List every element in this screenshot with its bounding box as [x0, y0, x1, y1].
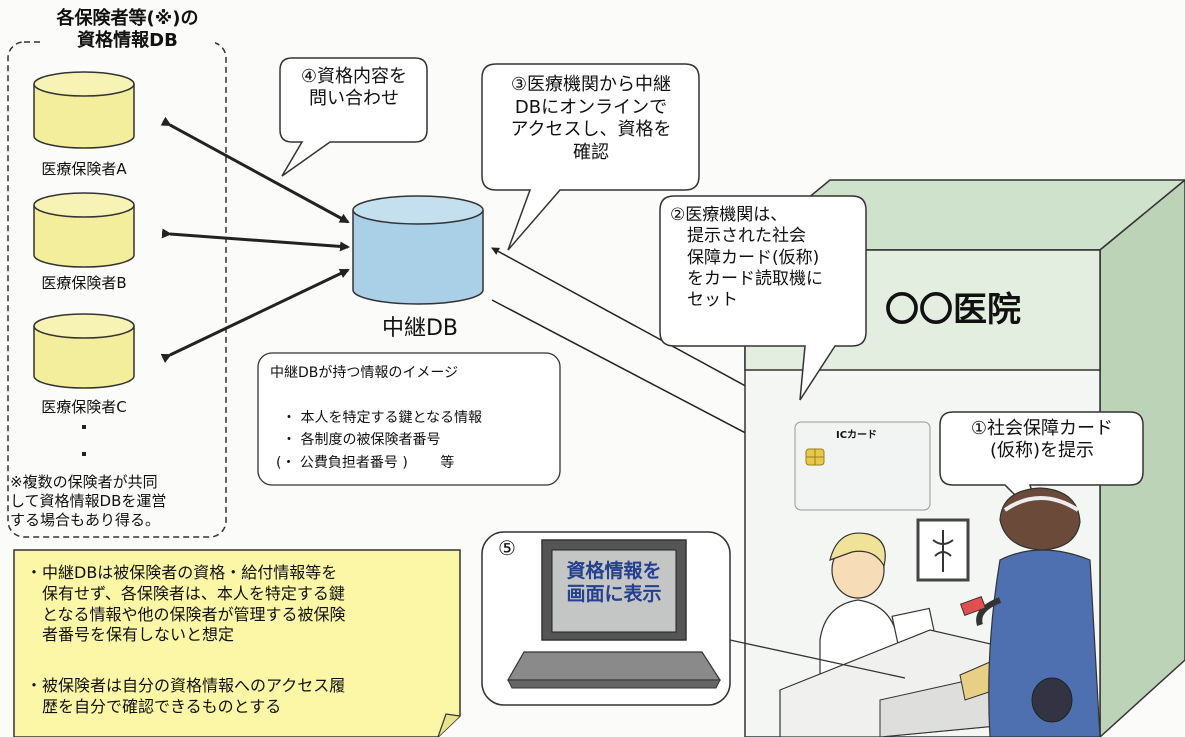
step4-bubble	[279, 57, 428, 177]
arrow-relay-to-clinic	[491, 299, 779, 451]
step2-bubble	[659, 195, 867, 401]
ellipsis-dot-1	[82, 425, 86, 429]
insurer-db-c-cylinder	[33, 313, 135, 389]
insurer-db-b-cylinder	[33, 192, 135, 268]
reception-scene	[779, 487, 1101, 737]
relay-info-line2: ・ 各制度の被保険者番号	[282, 432, 441, 448]
ic-card-label: ICカード	[836, 430, 878, 441]
insurer-footnote: ※複数の保険者が共同 して資格情報DBを運営 する場合もあり得る。	[10, 473, 167, 529]
step1-bubble	[939, 411, 1144, 523]
step4-text: ④資格内容を 問い合わせ	[300, 66, 408, 109]
ellipsis-dot-2	[82, 452, 86, 456]
step5-number: ⑤	[498, 536, 516, 560]
relay-info-title: 中継DBが持つ情報のイメージ	[270, 365, 459, 381]
ic-card	[794, 421, 931, 511]
relay-info-line1: ・ 本人を特定する鍵となる情報	[282, 410, 483, 426]
notes-item-2: ・被保険者は自分の資格情報へのアクセス履 歴を自分で確認できるものとする	[26, 676, 346, 716]
arrow-insurer-a	[160, 116, 350, 224]
step3-bubble	[481, 63, 700, 251]
notes-box-fold	[437, 713, 461, 737]
insurer-b-label: 医療保険者B	[41, 274, 127, 292]
insurer-db-a-cylinder	[33, 71, 135, 149]
insurer-a-label: 医療保険者A	[41, 160, 127, 178]
insurer-c-label: 医療保険者C	[41, 398, 127, 416]
laptop-screen-text: 資格情報を 画面に表示	[566, 560, 662, 606]
insurer-group-title: 各保険者等(※)の 資格情報DB	[40, 8, 215, 52]
relay-db-label: 中継DB	[381, 316, 459, 341]
arrow-clinic-to-relay	[491, 247, 776, 403]
step2-text: ②医療機関は、 提示された社会 保障カード(仮称) をカード読取機に セット	[670, 205, 823, 310]
step1-text: ①社会保障カード (仮称)を提示	[970, 418, 1114, 461]
relay-info-box	[257, 352, 561, 486]
relay-info-line3: (・ 公費負担者番号 ) 等	[276, 455, 455, 471]
relay-db-cylinder	[352, 195, 484, 305]
arrow-insurer-c	[160, 268, 350, 363]
notes-item-1: ・中継DBは被保険者の資格・給付情報等を 保有せず、各保険者は、本人を特定する鍵…	[26, 563, 346, 645]
arrow-insurer-b	[161, 228, 350, 252]
clinic-name: 〇〇医院	[885, 290, 1021, 330]
laptop	[481, 531, 906, 706]
step3-text: ③医療機関から中継 DBにオンラインで アクセスし、資格を 確認	[510, 74, 672, 163]
